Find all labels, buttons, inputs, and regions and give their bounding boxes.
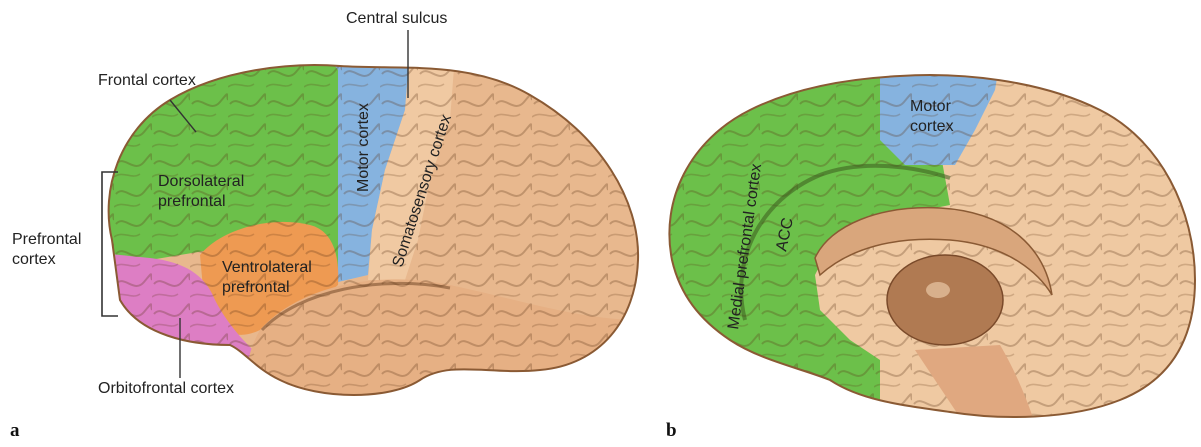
- thalamus: [887, 255, 1003, 345]
- gyri-texture: [90, 50, 670, 420]
- prefrontal-cortex-label-line1: Prefrontal: [12, 230, 81, 249]
- prefrontal-cortex-label-line2: cortex: [12, 250, 56, 269]
- orbitofrontal-cortex-label: Orbitofrontal cortex: [98, 379, 234, 398]
- motor-cortex-label-b-line1: Motor: [910, 97, 951, 116]
- ventrolateral-label-line2: prefrontal: [222, 278, 290, 297]
- motor-cortex-label-b-line2: cortex: [910, 117, 954, 136]
- central-sulcus-label: Central sulcus: [346, 9, 447, 28]
- thalamus-highlight: [926, 282, 950, 298]
- motor-cortex-label-a: Motor cortex: [355, 103, 372, 192]
- ventrolateral-label-line1: Ventrolateral: [222, 258, 312, 277]
- panel-a-letter: a: [10, 420, 20, 442]
- frontal-cortex-label: Frontal cortex: [98, 71, 196, 90]
- dorsolateral-label-line2: prefrontal: [158, 192, 226, 211]
- panel-b-letter: b: [666, 420, 677, 442]
- dorsolateral-label-line1: Dorsolateral: [158, 172, 244, 191]
